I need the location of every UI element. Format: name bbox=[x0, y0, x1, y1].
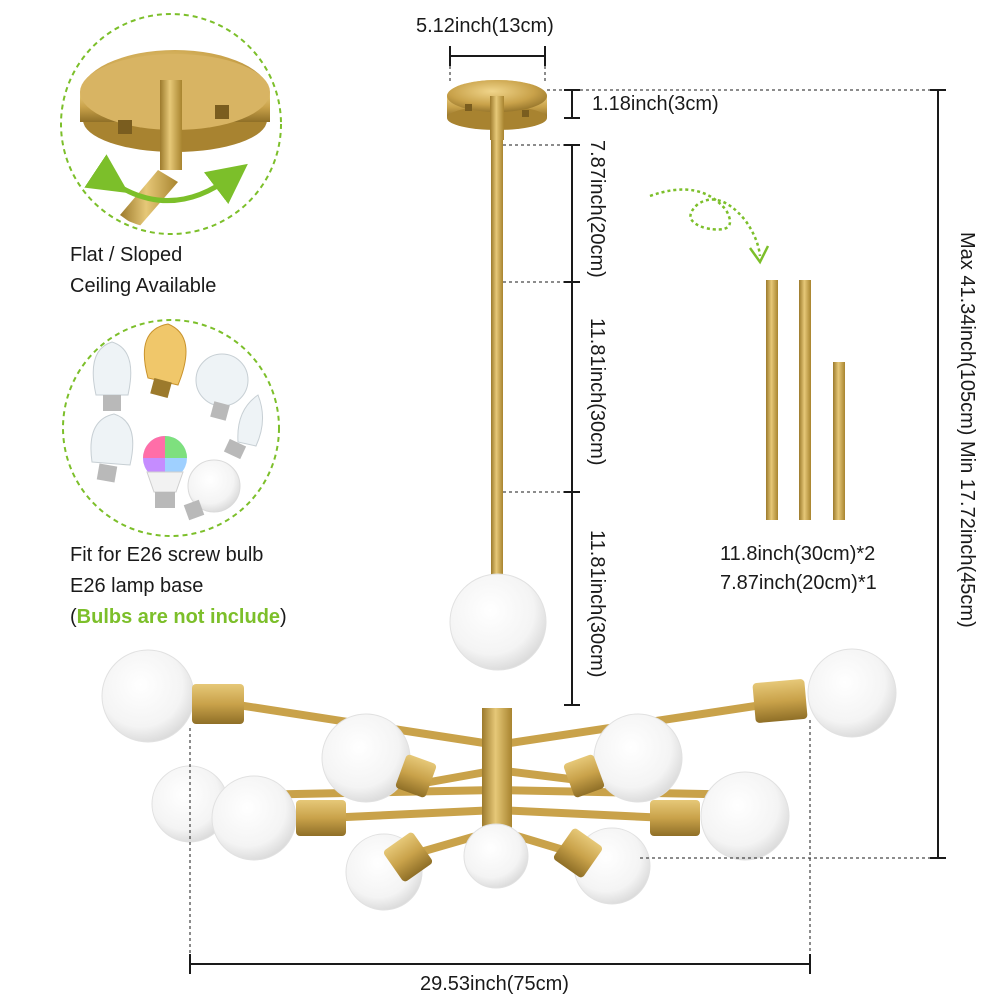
bulb-globe-clear-icon bbox=[195, 353, 249, 421]
rods-included-line2: 7.87inch(20cm)*1 bbox=[720, 572, 877, 594]
overall-width-label: 29.53inch(75cm) bbox=[420, 973, 569, 995]
bulb-callout-line2: E26 lamp base bbox=[70, 575, 204, 597]
bulb-callout-text: Fit for E26 screw bulb E26 lamp base (Bu… bbox=[70, 540, 287, 633]
bulb-globe-white-icon bbox=[183, 459, 241, 521]
bulb-st64-icon bbox=[92, 341, 132, 411]
canopy-width-label: 5.12inch(13cm) bbox=[416, 15, 554, 37]
mount-callout-circle bbox=[60, 13, 282, 235]
dimension-lines bbox=[189, 46, 946, 974]
swivel-arrow-icon bbox=[84, 154, 248, 205]
mount-callout-line1: Flat / Sloped bbox=[70, 244, 183, 266]
bulb-amber-icon bbox=[143, 323, 187, 399]
canopy-height-label: 1.18inch(3cm) bbox=[592, 93, 719, 115]
bulbs-not-included-note: Bulbs are not include bbox=[76, 606, 281, 628]
mount-callout-text: Flat / Sloped Ceiling Available bbox=[70, 240, 216, 302]
bulb-st-small-icon bbox=[90, 413, 134, 483]
rods-included-line1: 11.8inch(30cm)*2 bbox=[720, 543, 876, 565]
chandelier-illustration bbox=[101, 80, 897, 911]
overall-height-label: Max 41.34inch(105cm) Min 17.72inch(45cm) bbox=[956, 232, 978, 628]
bulb-callout-circle bbox=[62, 319, 280, 537]
rod-2-label: 11.81inch(30cm) bbox=[586, 318, 608, 466]
curly-arrow-icon bbox=[649, 188, 762, 257]
extra-rods-illustration bbox=[649, 188, 845, 520]
bulb-callout-line1: Fit for E26 screw bulb bbox=[70, 544, 264, 566]
rod-3-label: 11.81inch(30cm) bbox=[586, 530, 608, 678]
bulb-callout-note: (Bulbs are not include) bbox=[70, 606, 287, 628]
mount-callout-line2: Ceiling Available bbox=[70, 275, 217, 297]
bulb-rgb-icon bbox=[143, 436, 187, 508]
rod-1-label: 7.87inch(20cm) bbox=[586, 140, 608, 278]
bulb-candle-icon bbox=[223, 394, 263, 460]
